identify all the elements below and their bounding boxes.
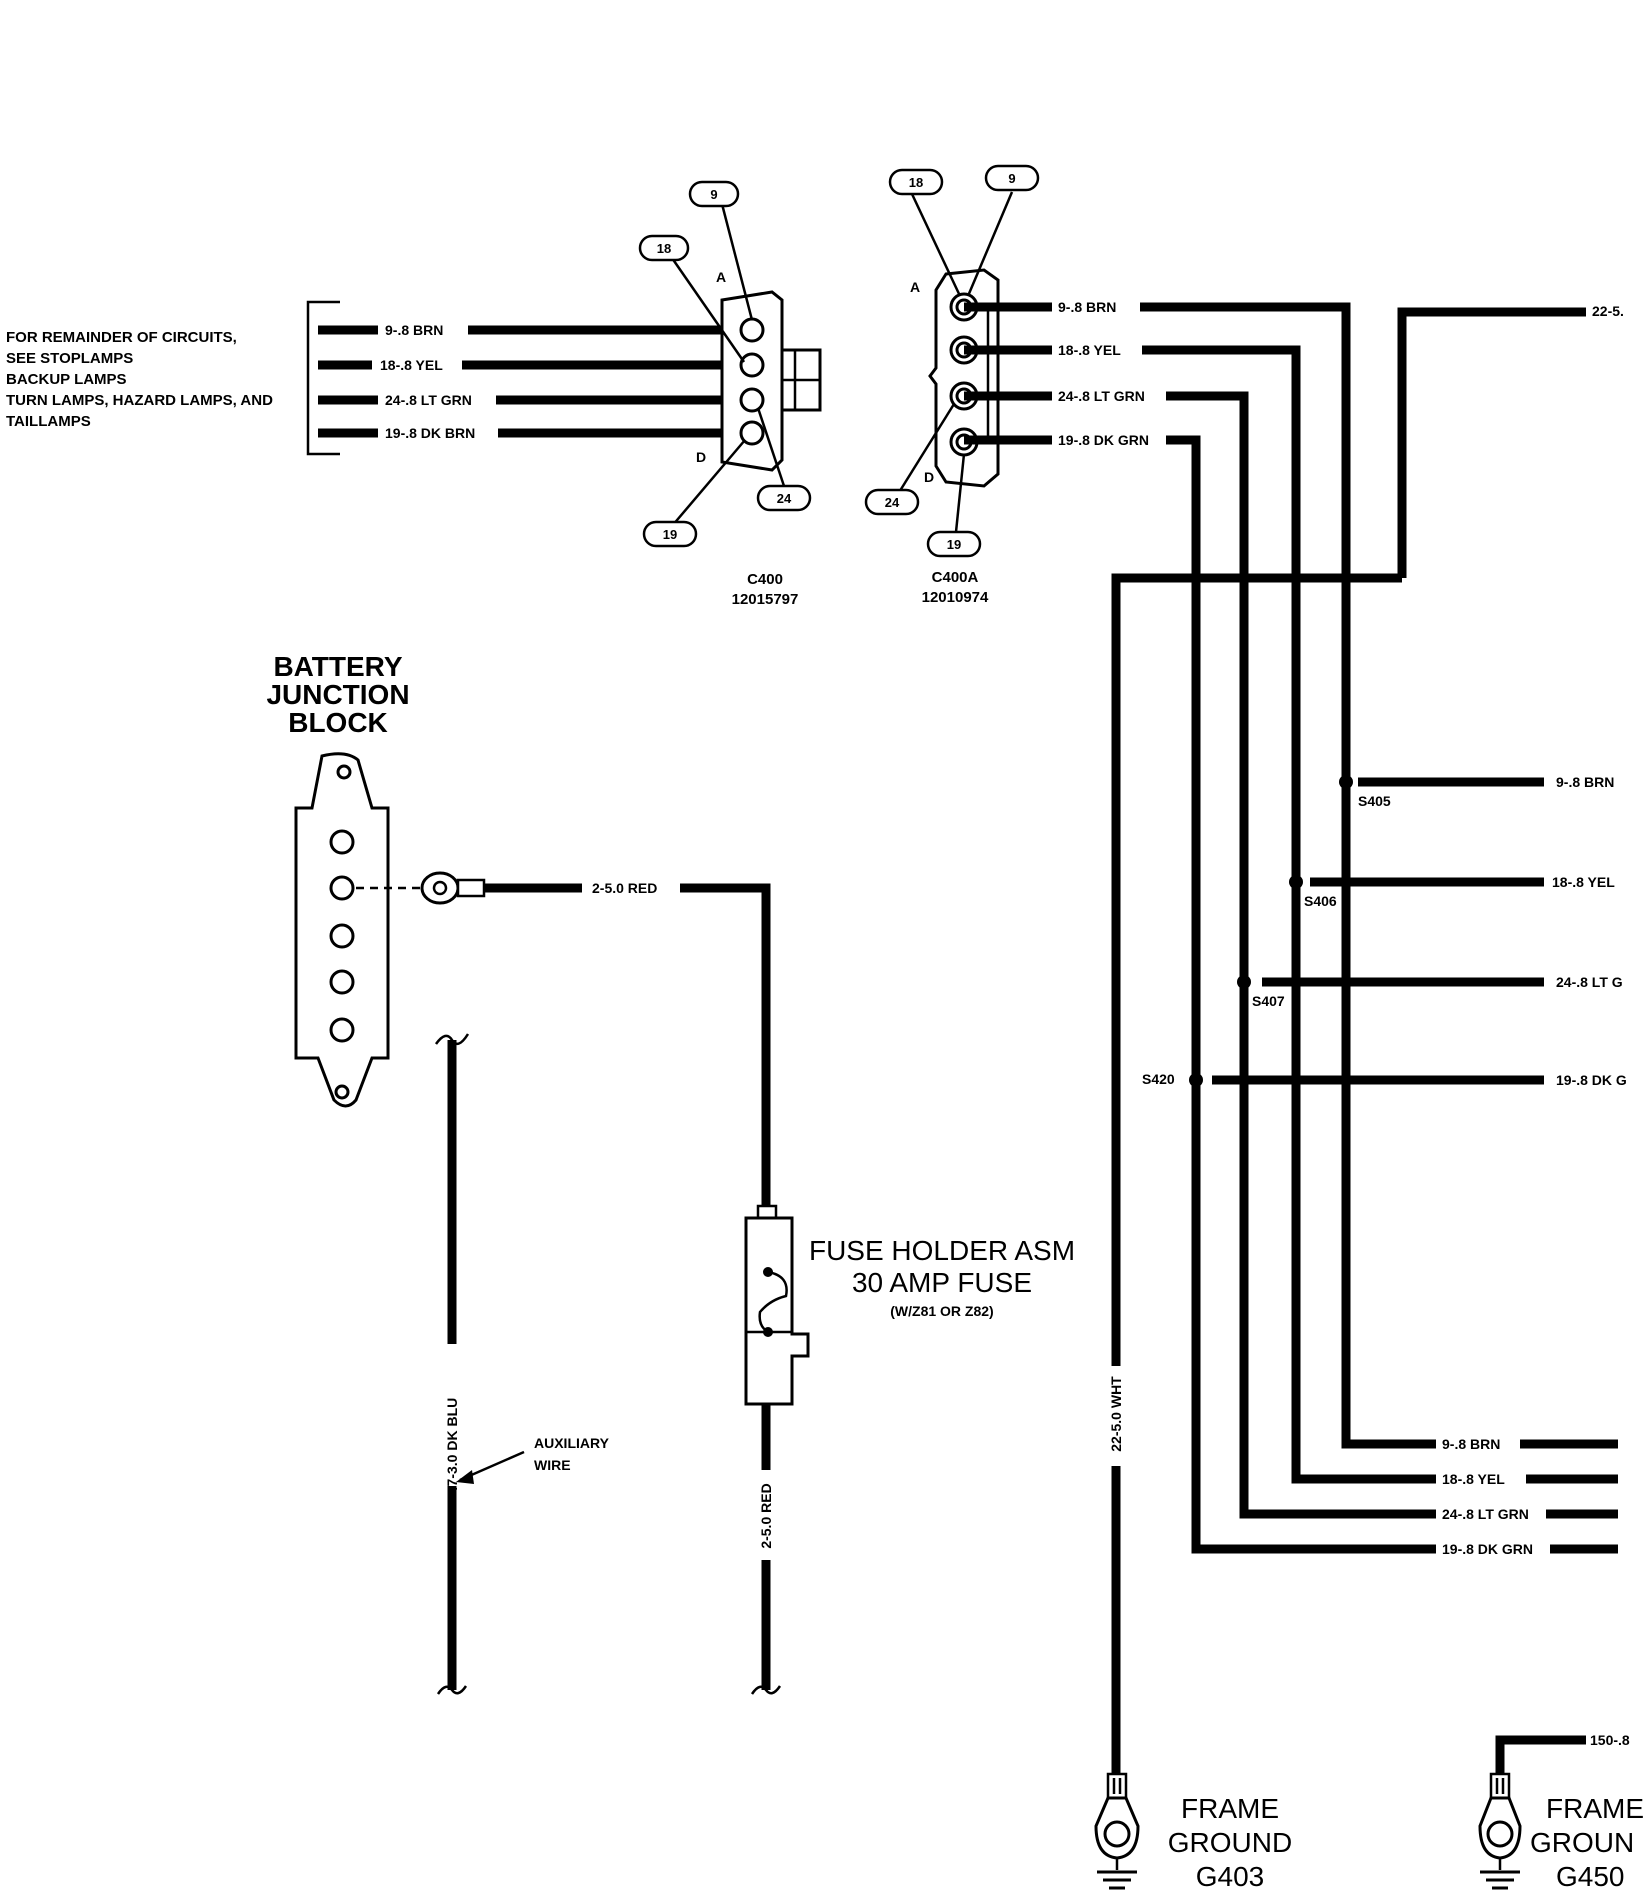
left-wire-label-4: 19-.8 DK BRN	[385, 425, 475, 441]
c400a-wires: 9-.8 BRN 18-.8 YEL 24-.8 LT GRN 19-.8 DK…	[964, 299, 1618, 1554]
c400a-cavity-a: A	[910, 279, 920, 295]
ground-g403: FRAME GROUND G403	[1094, 1772, 1292, 1892]
note-bracket	[306, 300, 340, 456]
top-right-wire-label: 22-5.	[1592, 303, 1624, 319]
c400-tag-9	[688, 180, 740, 208]
aux-wire: 47-3.0 DK BLU AUXILIARY WIRE	[434, 1033, 610, 1695]
svg-text:24: 24	[777, 491, 792, 506]
splice-s407-wire: 24-.8 LT G	[1556, 974, 1623, 990]
svg-text:9: 9	[1008, 171, 1015, 186]
c400-connector: A D 9 18 24 19 C400 12015797	[638, 180, 822, 608]
c400a-tag-18	[888, 168, 944, 196]
bottom-wire-label-1: 9-.8 BRN	[1442, 1436, 1500, 1452]
note-line-3: BACKUP LAMPS	[6, 371, 127, 388]
c400-name: C400	[747, 571, 783, 588]
note-line-2: SEE STOPLAMPS	[6, 350, 133, 367]
fuse-line-3: (W/Z81 OR Z82)	[890, 1303, 993, 1319]
note-line-4: TURN LAMPS, HAZARD LAMPS, AND	[6, 392, 273, 409]
aux-label-2: WIRE	[534, 1457, 571, 1473]
c400a-wire-label-3: 24-.8 LT GRN	[1058, 388, 1145, 404]
splice-s405	[1339, 775, 1353, 789]
fuse-line-1: FUSE HOLDER ASM	[809, 1235, 1075, 1266]
white-wire-label-overlay: 22-5.0 WHT	[1108, 1376, 1124, 1452]
note-line-1: FOR REMAINDER OF CIRCUITS,	[6, 329, 237, 346]
svg-text:24: 24	[885, 495, 900, 510]
c400-cavity-a: A	[716, 269, 726, 285]
battery-title-2: JUNCTION	[266, 679, 409, 710]
g403-line-2: GROUND	[1168, 1827, 1292, 1858]
left-wire-label-3: 24-.8 LT GRN	[385, 392, 472, 408]
splice-s407	[1237, 975, 1251, 989]
ground-g450: 150-.8 FRAME GROUN G450	[1478, 1732, 1644, 1892]
left-wire-label-1: 9-.8 BRN	[385, 322, 443, 338]
svg-text:S420: S420	[1142, 1071, 1175, 1087]
fuse-line-2: 30 AMP FUSE	[852, 1267, 1032, 1298]
c400a-tag-19	[926, 530, 982, 558]
battery-junction-block: BATTERY JUNCTION BLOCK	[266, 651, 486, 1108]
c400-wires: 9-.8 BRN 18-.8 YEL 24-.8 LT GRN 19-.8 DK…	[318, 322, 752, 441]
g403-line-1: FRAME	[1181, 1793, 1279, 1824]
g450-line-2: GROUN	[1530, 1827, 1634, 1858]
aux-wire-code: 47-3.0 DK BLU	[444, 1398, 460, 1494]
splice-s406-wire: 18-.8 YEL	[1552, 874, 1615, 890]
red-wire-label: 2-5.0 RED	[592, 880, 657, 896]
bottom-wire-labels: 9-.8 BRN 18-.8 YEL 24-.8 LT GRN 19-.8 DK…	[1436, 1432, 1550, 1559]
white-wire: 22-5.0 WHT 22-5.0 WHT	[1104, 1366, 1130, 1466]
c400a-cavity-d: D	[924, 469, 934, 485]
splice-s420	[1189, 1073, 1203, 1087]
red-wire: 2-5.0 RED	[484, 880, 771, 1210]
g450-line-1: FRAME	[1546, 1793, 1644, 1824]
c400-tag-18	[638, 234, 690, 262]
red-wire-lower: 2-5.0 RED	[750, 1404, 782, 1695]
c400-cavity-d: D	[696, 449, 706, 465]
svg-text:19: 19	[947, 537, 961, 552]
g450-wire-label: 150-.8	[1590, 1732, 1630, 1748]
svg-text:18: 18	[657, 241, 671, 256]
c400a-tag-9	[984, 164, 1040, 192]
c400a-wire-label-2: 18-.8 YEL	[1058, 342, 1121, 358]
fuse-holder: FUSE HOLDER ASM 30 AMP FUSE (W/Z81 OR Z8…	[744, 1204, 1075, 1406]
bottom-wire-label-4: 19-.8 DK GRN	[1442, 1541, 1533, 1557]
svg-text:19: 19	[663, 527, 677, 542]
left-wire-label-2: 18-.8 YEL	[380, 357, 443, 373]
svg-text:S407: S407	[1252, 993, 1285, 1009]
svg-text:S406: S406	[1304, 893, 1337, 909]
splice-s406	[1289, 875, 1303, 889]
note-line-5: TAILLAMPS	[6, 413, 91, 430]
svg-text:9: 9	[710, 187, 717, 202]
c400a-wire-label-4: 19-.8 DK GRN	[1058, 432, 1149, 448]
svg-text:S405: S405	[1358, 793, 1391, 809]
bottom-wire-label-2: 18-.8 YEL	[1442, 1471, 1505, 1487]
splice-s420-wire: 19-.8 DK G	[1556, 1072, 1627, 1088]
aux-label-1: AUXILIARY	[534, 1435, 610, 1451]
bottom-wire-label-3: 24-.8 LT GRN	[1442, 1506, 1529, 1522]
splices: S405 9-.8 BRN S406 18-.8 YEL S407 24-.8 …	[1142, 774, 1627, 1088]
c400a-part-number: 12010974	[922, 589, 989, 606]
c400a-tag-24	[864, 488, 920, 516]
battery-title-1: BATTERY	[273, 651, 402, 682]
svg-text:18: 18	[909, 175, 923, 190]
g450-line-3: G450	[1556, 1861, 1625, 1892]
battery-title-3: BLOCK	[288, 707, 388, 738]
splice-s405-wire: 9-.8 BRN	[1556, 774, 1614, 790]
c400a-wire-label-1: 9-.8 BRN	[1058, 299, 1116, 315]
circuit-note: FOR REMAINDER OF CIRCUITS, SEE STOPLAMPS…	[6, 300, 340, 456]
c400a-connector: A D 18 9 24 19 C400A 12010974	[864, 164, 1040, 606]
c400a-name: C400A	[932, 569, 979, 586]
g403-line-3: G403	[1196, 1861, 1265, 1892]
c400-part-number: 12015797	[732, 591, 799, 608]
red-wire-lower-label: 2-5.0 RED	[758, 1483, 774, 1548]
c400-tag-19	[642, 520, 698, 548]
c400-tag-24	[756, 484, 812, 512]
